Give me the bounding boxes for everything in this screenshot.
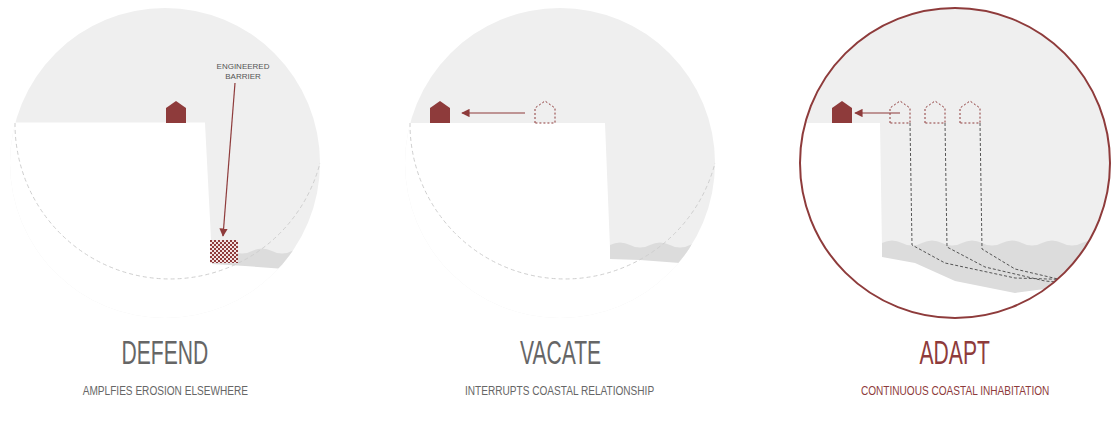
strategy-heading: DEFEND [5,334,325,370]
strategy-circle: DEFEND AMPLFIES EROSION ELSEWHERE [5,334,325,398]
strategy-circle: ADAPT CONTINUOUS COASTAL INHABITATION [795,334,1115,398]
strategy-heading: ADAPT [795,334,1115,370]
vacate-scene [400,3,730,323]
subtitle-text: INTERRUPTS COASTAL RELATIONSHIP [465,384,654,398]
strategy-circle: VACATE INTERRUPTS COASTAL RELATIONSHIP [400,334,720,398]
heading-text: DEFEND [122,334,209,370]
subtitle-text: CONTINUOUS COASTAL INHABITATION [861,384,1049,398]
heading-text: ADAPT [920,334,990,370]
strategy-subtitle: CONTINUOUS COASTAL INHABITATION [795,384,1115,398]
defend-scene [5,3,332,323]
strategy-subtitle: AMPLFIES EROSION ELSEWHERE [5,384,325,398]
heading-text: VACATE [519,334,600,370]
callout-label: ENGINEERED BARRIER [211,62,275,82]
subtitle-text: AMPLFIES EROSION ELSEWHERE [82,384,247,398]
adapt-scene [795,3,1117,323]
strategy-subtitle: INTERRUPTS COASTAL RELATIONSHIP [400,384,720,398]
strategy-heading: VACATE [400,334,720,370]
